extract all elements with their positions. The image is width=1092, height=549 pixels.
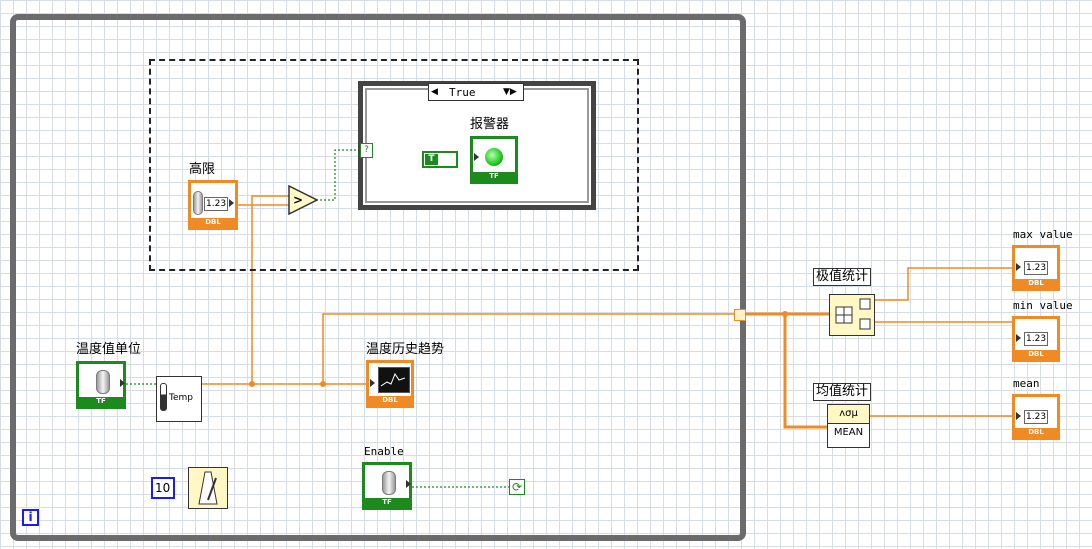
thermometer-icon <box>160 383 167 411</box>
wire-array-branch[interactable] <box>783 314 827 429</box>
switch-icon <box>382 471 396 495</box>
dbl-tag: DBL <box>191 218 235 227</box>
wire-compare-to-case[interactable] <box>316 149 362 201</box>
wire-temp-to-compare[interactable] <box>202 195 289 385</box>
average-label: 均值统计 <box>813 383 872 401</box>
mean-indicator[interactable]: 1.23 DBL <box>1012 394 1060 440</box>
dbl-tag: DBL <box>1015 279 1057 288</box>
high-limit-label: 高限 <box>189 162 216 177</box>
wire-junction <box>249 381 255 387</box>
enable-label: Enable <box>364 445 404 458</box>
output-arrow-icon <box>120 379 125 387</box>
extremes-label: 极值统计 <box>813 268 872 286</box>
wire-max[interactable] <box>875 267 1014 301</box>
knob-icon <box>193 191 203 215</box>
mean-display: 1.23 <box>1024 410 1049 424</box>
trend-chart-indicator[interactable]: DBL <box>366 360 414 408</box>
array-max-min-node[interactable] <box>829 294 875 336</box>
greater-than-node[interactable]: > <box>288 185 318 215</box>
min-value-indicator[interactable]: 1.23 DBL <box>1012 316 1060 362</box>
dbl-tag: DBL <box>1015 428 1057 437</box>
wire-junction <box>782 311 788 317</box>
output-arrow-icon <box>229 199 234 207</box>
mean-icon: ʌσμ <box>828 405 869 424</box>
high-limit-control[interactable]: 1.23 DBL <box>188 180 238 230</box>
alarm-label: 报警器 <box>470 117 510 132</box>
loop-tunnel[interactable] <box>734 309 746 321</box>
wire-junction <box>320 381 326 387</box>
mean-subvi-label: MEAN <box>833 427 864 438</box>
case-selector-value: True <box>449 86 476 99</box>
trend-label: 温度历史趋势 <box>366 342 445 357</box>
min-value-display: 1.23 <box>1024 332 1049 346</box>
boolean-constant[interactable]: T <box>422 151 458 168</box>
loop-iteration-terminal[interactable]: i <box>22 509 39 526</box>
dbl-tag: DBL <box>369 396 411 405</box>
switch-icon <box>96 370 110 394</box>
while-loop[interactable] <box>10 14 746 541</box>
alarm-led-indicator[interactable]: TF <box>470 136 518 184</box>
case-selector-label[interactable]: ◀ True ▼▶ <box>428 83 524 101</box>
input-arrow-icon <box>1016 334 1021 342</box>
chart-icon <box>378 367 410 393</box>
led-icon <box>485 148 503 166</box>
mean-subvi[interactable]: ʌσμ MEAN <box>827 404 870 448</box>
dbl-tag: DBL <box>1015 350 1057 359</box>
boolean-constant-value: T <box>425 154 438 165</box>
max-value-indicator[interactable]: 1.23 DBL <box>1012 245 1060 291</box>
metronome-icon <box>198 471 218 505</box>
input-arrow-icon <box>474 153 479 161</box>
svg-text:>: > <box>293 193 303 207</box>
high-limit-value: 1.23 <box>204 197 229 211</box>
loop-condition-terminal[interactable]: ⟳ <box>509 479 525 495</box>
max-value-label: max value <box>1013 228 1073 241</box>
wait-timer-node[interactable] <box>188 467 228 509</box>
sequence-frame[interactable] <box>149 59 639 271</box>
output-arrow-icon <box>406 480 411 488</box>
max-value-display: 1.23 <box>1024 261 1049 275</box>
temp-subvi[interactable]: Temp <box>156 376 202 422</box>
min-value-label: min value <box>1013 299 1073 312</box>
wire-temp-to-tunnel[interactable] <box>322 313 735 384</box>
tf-tag: TF <box>365 498 409 507</box>
temp-unit-control[interactable]: TF <box>76 361 126 409</box>
array-max-min-icon <box>835 298 871 330</box>
continue-icon: ⟳ <box>511 480 523 494</box>
case-prev-arrow[interactable]: ◀ <box>431 87 438 97</box>
case-dropdown-arrow[interactable]: ▼▶ <box>503 87 517 97</box>
temp-subvi-label: Temp <box>169 393 193 403</box>
temp-unit-label: 温度值单位 <box>76 342 142 357</box>
case-selector-terminal[interactable]: ? <box>360 143 373 158</box>
mean-label: mean <box>1013 377 1040 390</box>
tf-tag: TF <box>79 397 123 406</box>
input-arrow-icon <box>370 379 375 387</box>
enable-control[interactable]: TF <box>362 462 412 510</box>
input-arrow-icon <box>1016 263 1021 271</box>
wait-ms-constant[interactable]: 10 <box>151 477 175 499</box>
tf-tag: TF <box>473 172 515 181</box>
input-arrow-icon <box>1016 412 1021 420</box>
